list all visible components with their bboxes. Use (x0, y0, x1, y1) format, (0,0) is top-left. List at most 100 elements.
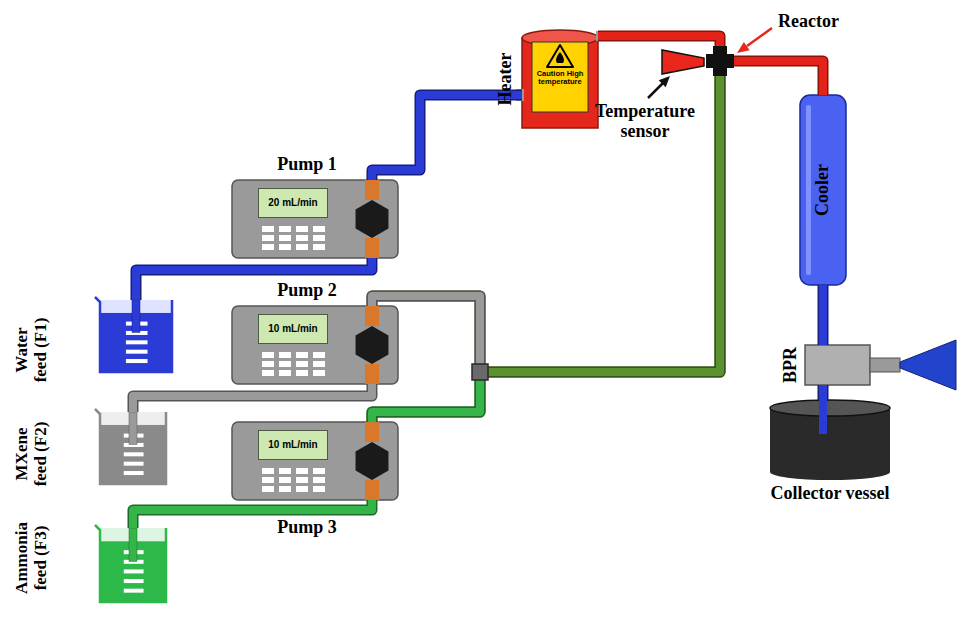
flow-pipe (372, 76, 720, 372)
back-pressure-regulator: BPR (805, 345, 870, 385)
keypad-key (296, 486, 308, 492)
vessel-top (770, 400, 890, 416)
keypad-key (279, 477, 291, 483)
beaker-tick (126, 340, 148, 344)
flow-pipe (133, 384, 372, 412)
callout-arrow-head (737, 42, 750, 53)
feed-beaker: Water feed (F1) (100, 300, 172, 372)
pump-valve (365, 238, 379, 258)
pump-head (356, 200, 389, 238)
pipe-outline (372, 76, 720, 422)
pump-valve (365, 180, 379, 200)
pump-valve (365, 364, 379, 384)
sensor-cone (662, 50, 704, 74)
pump-unit (232, 180, 398, 258)
keypad-key (313, 244, 325, 250)
keypad-key (296, 477, 308, 483)
cooler: Cooler (800, 95, 846, 285)
flow-pipe (372, 76, 720, 422)
keypad-key (262, 486, 274, 492)
beaker-tick (126, 359, 148, 363)
pump-valve (365, 306, 379, 326)
keypad-key (313, 486, 325, 492)
feed-beaker: Ammonia feed (F3) (100, 528, 166, 602)
beaker-tick (124, 471, 144, 475)
pipe-inlet-outline (372, 296, 480, 372)
heater-label: Heater (496, 53, 516, 106)
pipe-inlet (372, 296, 480, 372)
keypad-key (313, 477, 325, 483)
pump-body (232, 422, 398, 500)
beaker (95, 409, 166, 484)
flow-rate-display: 10 mL/min (258, 430, 328, 460)
reactor-label: Reactor (778, 12, 839, 32)
pipe-inlet-outline (372, 372, 480, 422)
keypad-key (296, 352, 308, 358)
keypad-key (296, 361, 308, 367)
flame-icon (556, 52, 564, 63)
dip-tube (132, 300, 140, 332)
callout-line (648, 83, 663, 98)
keypad-key (279, 244, 291, 250)
pump-label: Pump 3 (262, 518, 352, 538)
keypad-key (313, 235, 325, 241)
keypad-key (262, 235, 274, 241)
keypad-key (262, 226, 274, 232)
dip-tube (129, 412, 137, 444)
flow-pipe (819, 285, 827, 345)
collector-label: Collector vessel (740, 484, 920, 504)
keypad-key (279, 486, 291, 492)
keypad-key (296, 235, 308, 241)
keypad-key (279, 361, 291, 367)
bpr-label: BPR (781, 347, 801, 383)
cooler-highlight (806, 105, 811, 275)
temperature-sensor: Temperature sensor (660, 50, 704, 74)
pump: Pump 120 mL/min (232, 180, 398, 258)
sensor-label: Temperature sensor (590, 102, 700, 142)
heater-body (522, 38, 598, 128)
pump-head (356, 326, 389, 364)
keypad-key (262, 361, 274, 367)
keypad-key (313, 468, 325, 474)
flow-pipe (598, 36, 720, 46)
beaker-tick (126, 350, 148, 354)
keypad-key (313, 226, 325, 232)
heater: HeaterCaution High temperature (522, 30, 598, 128)
keypad-key (296, 226, 308, 232)
beaker-tick (124, 569, 144, 573)
cooler-label: Cooler (813, 164, 833, 216)
pipe-outline (372, 95, 522, 180)
feed-beaker: MXene feed (F2) (100, 412, 166, 484)
keypad-key (262, 244, 274, 250)
keypad-key (262, 468, 274, 474)
keypad-key (279, 352, 291, 358)
caution-text: Caution High temperature (532, 70, 588, 87)
keypad-key (296, 244, 308, 250)
pump-label: Pump 1 (262, 155, 352, 175)
keypad-key (296, 370, 308, 376)
bpr-stem (870, 358, 900, 372)
beaker-tick (124, 462, 144, 466)
flow-pipe (372, 95, 522, 180)
pump: Pump 210 mL/min (232, 306, 398, 384)
keypad-key (313, 361, 325, 367)
beaker-glass (100, 528, 166, 602)
callout-line (747, 28, 772, 46)
beaker-outline (95, 409, 166, 484)
tee-fitting (472, 364, 488, 380)
pump-valve (365, 422, 379, 442)
beaker-tick (124, 452, 144, 456)
pipe-outline (818, 385, 829, 400)
warning-triangle (547, 45, 573, 67)
collector-vessel: Collector vessel (770, 400, 890, 472)
flow-pipe (734, 61, 823, 95)
pipe-outline (818, 285, 829, 345)
vessel-body (770, 408, 890, 472)
keypad-key (313, 370, 325, 376)
flow-rate-display: 20 mL/min (258, 188, 328, 218)
pipe-inlet (372, 372, 480, 422)
